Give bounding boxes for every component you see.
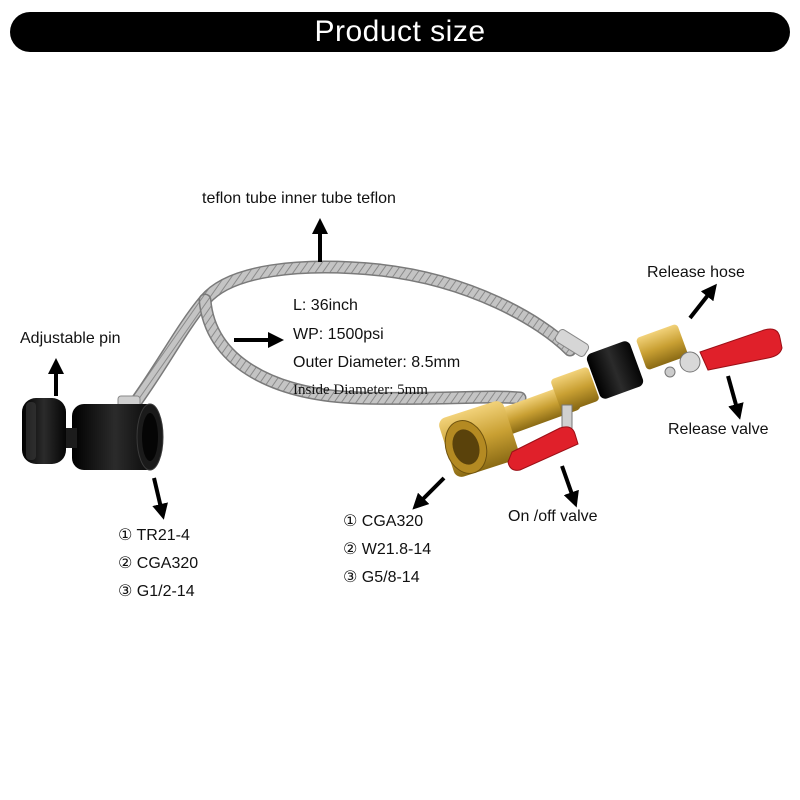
right-fitting-options: ① CGA320 ② W21.8-14 ③ G5/8-14	[343, 508, 431, 592]
spec-outer-diameter: Outer Diameter: 8.5mm	[293, 354, 461, 371]
right-option-3: ③ G5/8-14	[343, 569, 420, 586]
brass-fitting-assembly	[439, 367, 599, 477]
spec-inside-diameter: Inside Diameter: 5mm	[293, 382, 428, 398]
braided-hose	[123, 260, 590, 417]
left-fitting-options: ① TR21-4 ② CGA320 ③ G1/2-14	[118, 522, 198, 606]
right-option-1: ① CGA320	[343, 513, 424, 530]
spec-working-pressure: WP: 1500psi	[293, 326, 384, 343]
left-option-3: ③ G1/2-14	[118, 583, 195, 600]
page-title: Product size	[314, 15, 486, 48]
release-valve-label: Release valve	[668, 421, 769, 438]
right-option-2: ② W21.8-14	[343, 541, 432, 558]
teflon-label: teflon tube inner tube teflon	[202, 190, 396, 207]
left-option-1: ① TR21-4	[118, 527, 190, 544]
arrow-release-hose	[688, 283, 717, 320]
adjustable-pin-label: Adjustable pin	[20, 330, 121, 347]
arrow-down-right-options	[412, 476, 446, 510]
arrows	[48, 218, 744, 520]
release-hose-label: Release hose	[647, 264, 745, 281]
spec-length: L: 36inch	[293, 297, 358, 314]
onoff-valve-label: On /off valve	[508, 508, 598, 525]
left-option-2: ② CGA320	[118, 555, 199, 572]
release-valve-assembly	[586, 324, 783, 399]
title-banner: Product size	[10, 12, 790, 52]
adjustable-pin-adapter	[22, 395, 164, 471]
arrow-release-valve	[726, 375, 744, 420]
arrow-down-left-options	[152, 477, 168, 520]
arrow-onoff-valve	[560, 465, 579, 508]
